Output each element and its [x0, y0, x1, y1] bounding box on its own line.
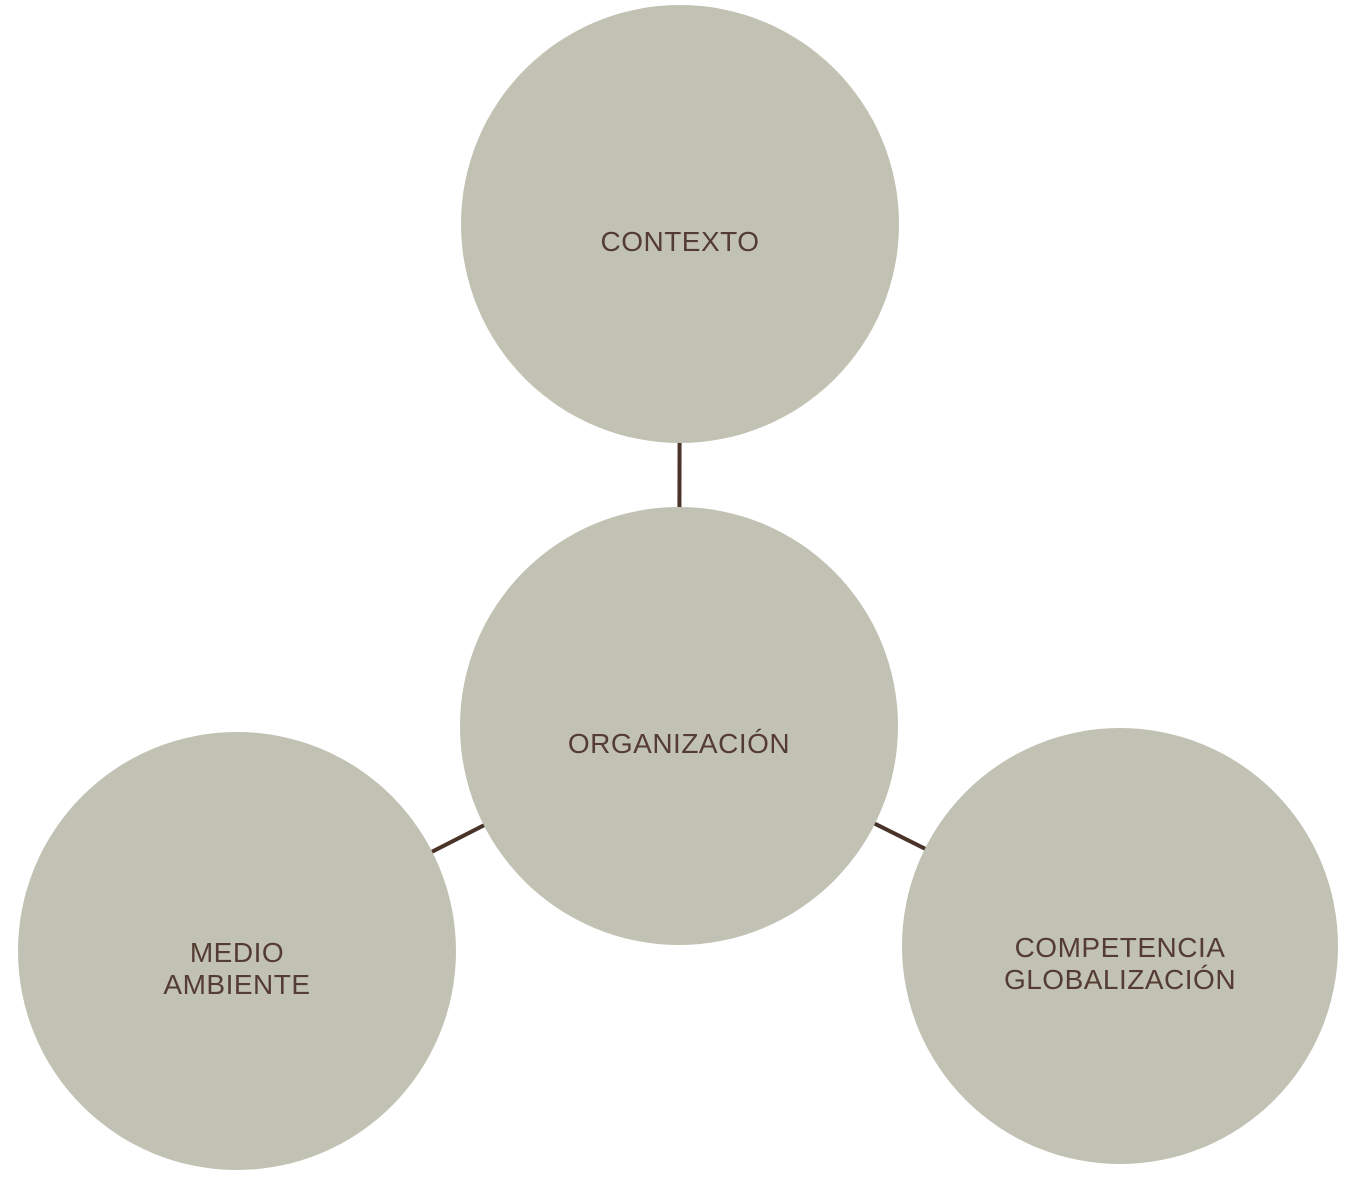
- node-competencia-globalizacion-label: COMPETENCIA GLOBALIZACIÓN: [1004, 932, 1236, 996]
- node-competencia-globalizacion: COMPETENCIA GLOBALIZACIÓN: [902, 728, 1338, 1164]
- node-medio-ambiente-line2: AMBIENTE: [163, 969, 311, 1000]
- node-medio-ambiente-line1: MEDIO: [189, 937, 285, 969]
- node-competencia-line1: COMPETENCIA: [1014, 932, 1226, 964]
- node-organizacion: ORGANIZACIÓN: [460, 507, 898, 945]
- node-medio-ambiente: MEDIO AMBIENTE: [18, 732, 456, 1170]
- node-globalizacion-line2: GLOBALIZACIÓN: [1003, 964, 1237, 995]
- node-contexto: CONTEXTO: [461, 5, 899, 443]
- node-contexto-label: CONTEXTO: [600, 226, 760, 258]
- node-organizacion-label: ORGANIZACIÓN: [567, 728, 791, 760]
- node-medio-ambiente-label: MEDIO AMBIENTE: [163, 937, 310, 1001]
